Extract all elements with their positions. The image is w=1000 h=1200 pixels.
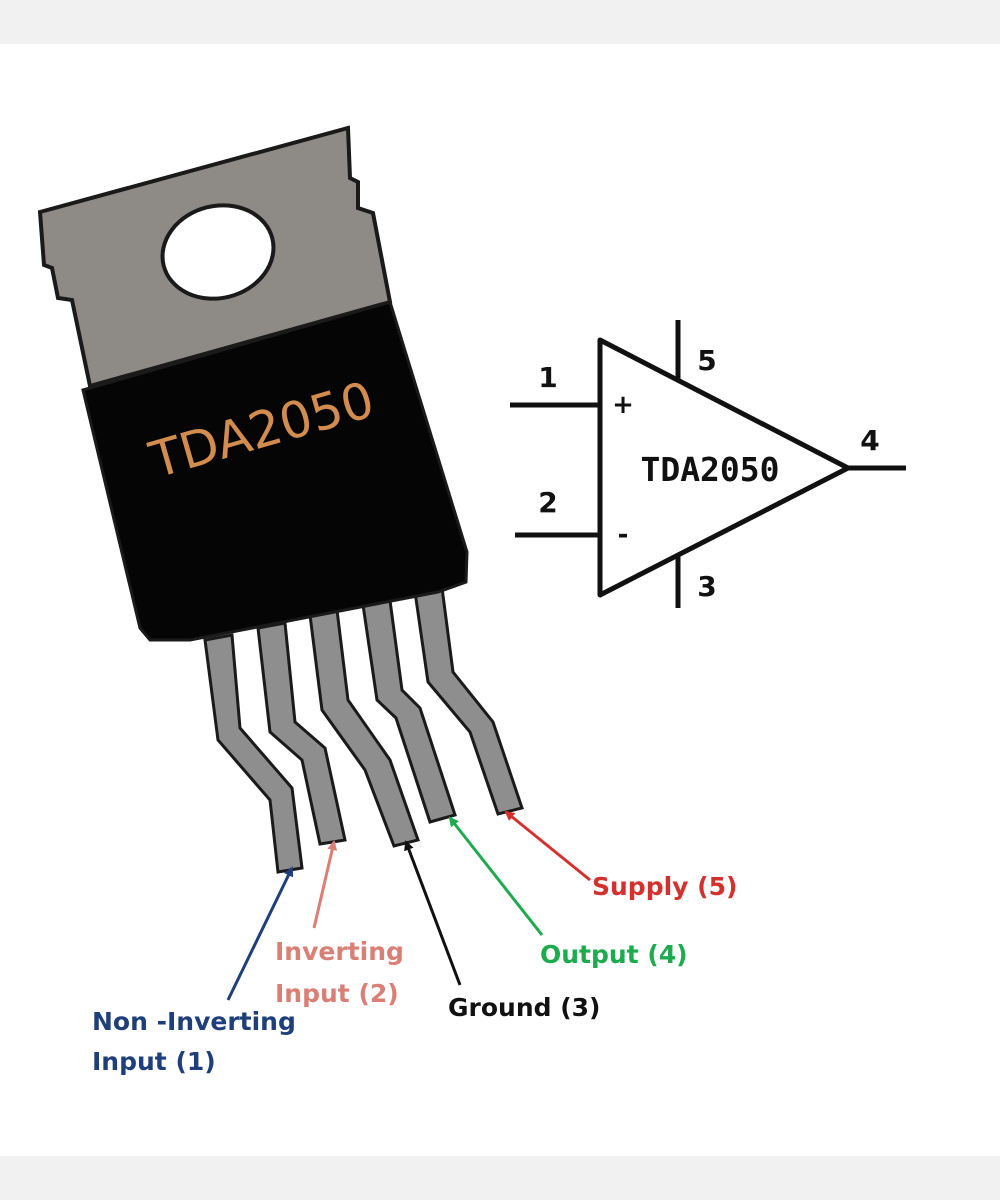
label-non-inverting-line2: Input (1) [92,1047,216,1076]
ic-leads [203,578,524,874]
symbol-part-label: TDA2050 [640,450,779,489]
label-inverting-line1: Inverting [275,937,404,966]
opamp-symbol [510,320,906,608]
arrow-inverting [312,840,338,929]
label-non-inverting-line1: Non -Inverting [92,1007,296,1036]
label-output: Output (4) [540,940,688,969]
lead-pin-2 [256,621,347,846]
lead-pin-3 [308,608,420,848]
minus-sign: - [618,520,629,550]
arrow-output [448,816,544,936]
ic-body [81,300,469,642]
pin-number-4: 4 [860,424,879,457]
lead-pin-5 [412,578,524,816]
label-ground: Ground (3) [448,993,600,1022]
pin-number-1: 1 [538,361,557,394]
lead-pin-1 [203,633,304,874]
arrow-supply [504,810,591,882]
mounting-hole [160,203,276,301]
plus-sign: + [612,390,634,420]
lead-pin-4 [360,591,457,824]
label-supply: Supply (5) [592,872,737,901]
ic-package: TDA2050 [37,125,524,874]
arrow-non-inverting [226,866,294,1001]
pin-number-3: 3 [697,570,716,603]
label-inverting-line2: Input (2) [275,979,399,1008]
arrow-ground [404,840,462,986]
pin-number-5: 5 [697,344,716,377]
pin-number-2: 2 [538,486,557,519]
opamp-triangle [597,337,851,598]
callout-arrows [226,810,591,1001]
